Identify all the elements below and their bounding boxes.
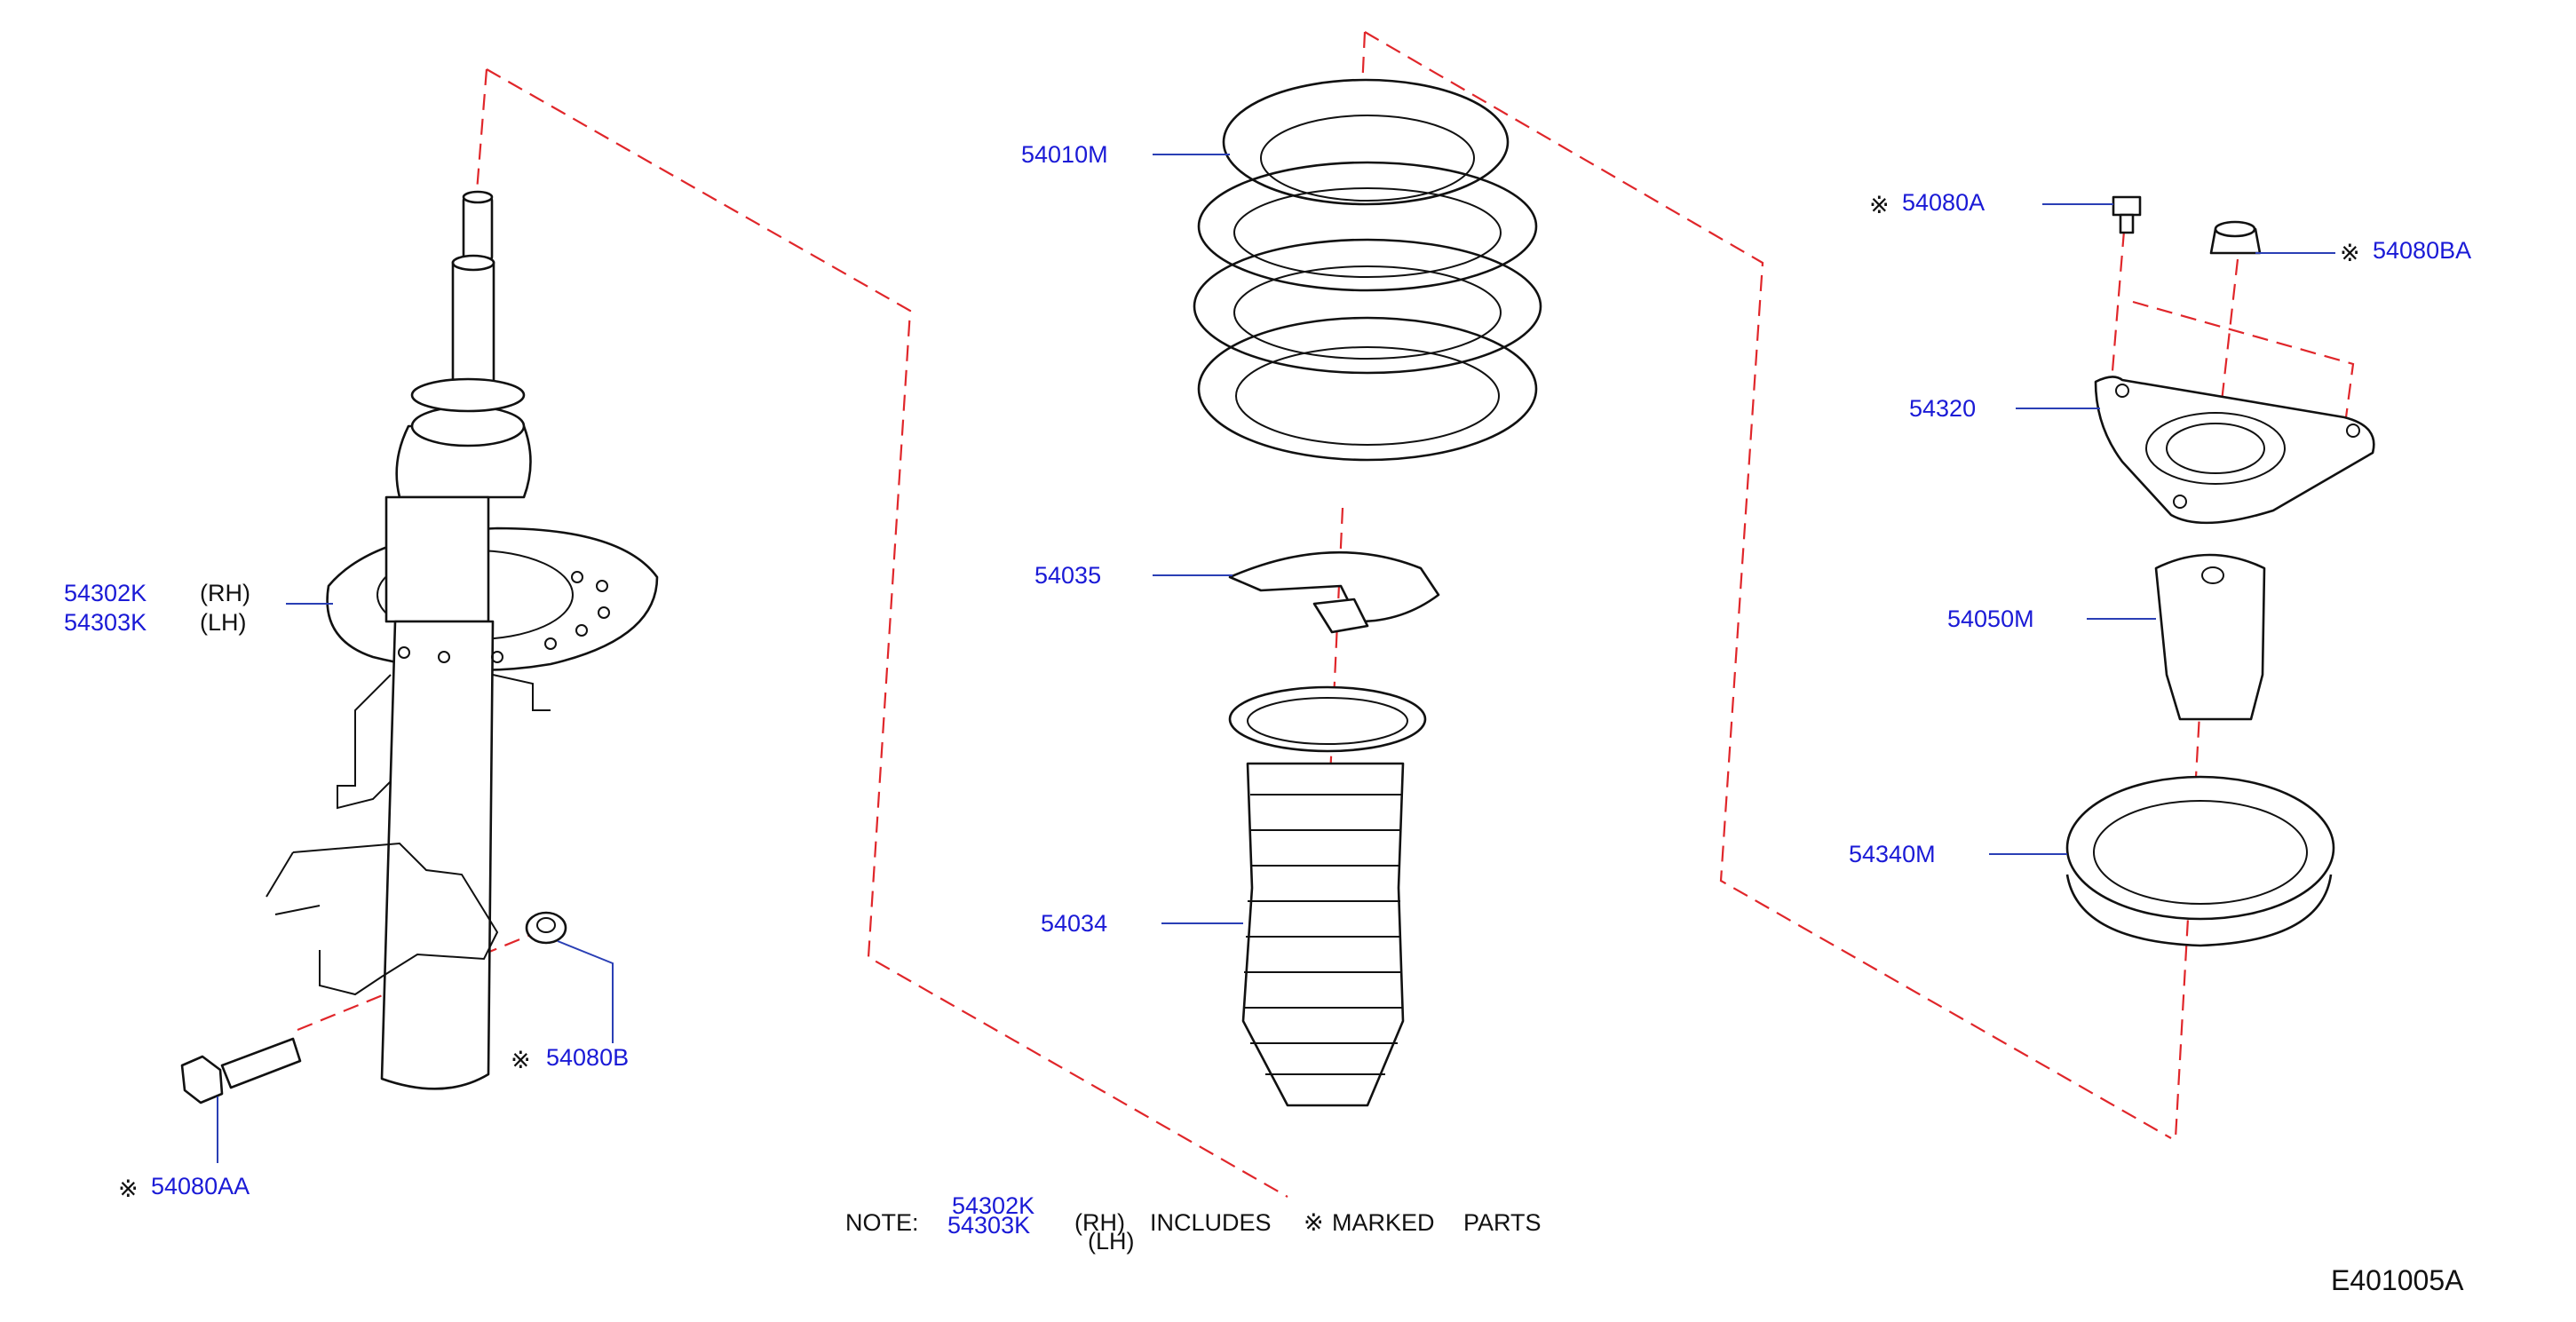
mark-symbol: ※ [511, 1047, 531, 1073]
bolt-a-axis [2110, 230, 2126, 383]
strut-assembly [180, 190, 659, 1104]
note-includes: INCLUDES [1150, 1209, 1272, 1236]
mark-symbol: ※ [2340, 240, 2360, 266]
mark-symbol: ※ [1304, 1209, 1324, 1236]
label-rh: (RH) [200, 580, 250, 606]
dust-boot [1228, 685, 1427, 1107]
spring-seat [1228, 550, 1440, 634]
label-54080AA[interactable]: 54080AA [151, 1173, 250, 1199]
label-54034[interactable]: 54034 [1041, 910, 1107, 937]
strut-axis-top [474, 68, 488, 203]
label-54303K[interactable]: 54303K [64, 609, 147, 636]
note-parts: PARTS [1463, 1209, 1542, 1236]
note-marked: MARKED [1332, 1209, 1435, 1236]
mount-reference [2132, 300, 2355, 431]
note-rh: (RH) [1074, 1209, 1125, 1236]
spring-assembly-outline [1364, 31, 2172, 1139]
nut-ba-axis [2218, 258, 2239, 418]
note-lh: (LH) [1088, 1228, 1135, 1255]
label-54080BA[interactable]: 54080BA [2373, 237, 2471, 264]
label-54080B[interactable]: 54080B [546, 1044, 629, 1071]
label-54010M[interactable]: 54010M [1021, 141, 1108, 168]
label-54340M[interactable]: 54340M [1849, 841, 1936, 867]
note-prefix: NOTE: [845, 1209, 919, 1236]
note-part-rh[interactable]: 54302K [952, 1192, 1034, 1219]
mark-symbol: ※ [1869, 192, 1890, 218]
coil-spring [1193, 78, 1542, 462]
mount-stack [2065, 195, 2375, 947]
note: NOTE: 54302K 54303K (RH) (LH) INCLUDES ※… [845, 1192, 1542, 1255]
label-54302K[interactable]: 54302K [64, 580, 147, 606]
label-54080A[interactable]: 54080A [1902, 189, 1985, 216]
strut-assembly-outline [486, 68, 1288, 1198]
note-part-lh[interactable]: 54303K [947, 1212, 1030, 1239]
label-54320[interactable]: 54320 [1909, 395, 1976, 422]
figure-code: E401005A [2331, 1264, 2464, 1296]
part-labels: 54010M 54035 54034 54302K (RH) 54303K (L… [64, 141, 2471, 1202]
label-54050M[interactable]: 54050M [1947, 606, 2034, 632]
mark-symbol: ※ [118, 1176, 139, 1202]
label-lh: (LH) [200, 609, 247, 636]
label-54035[interactable]: 54035 [1034, 562, 1101, 589]
leader-lines [217, 154, 2335, 1163]
